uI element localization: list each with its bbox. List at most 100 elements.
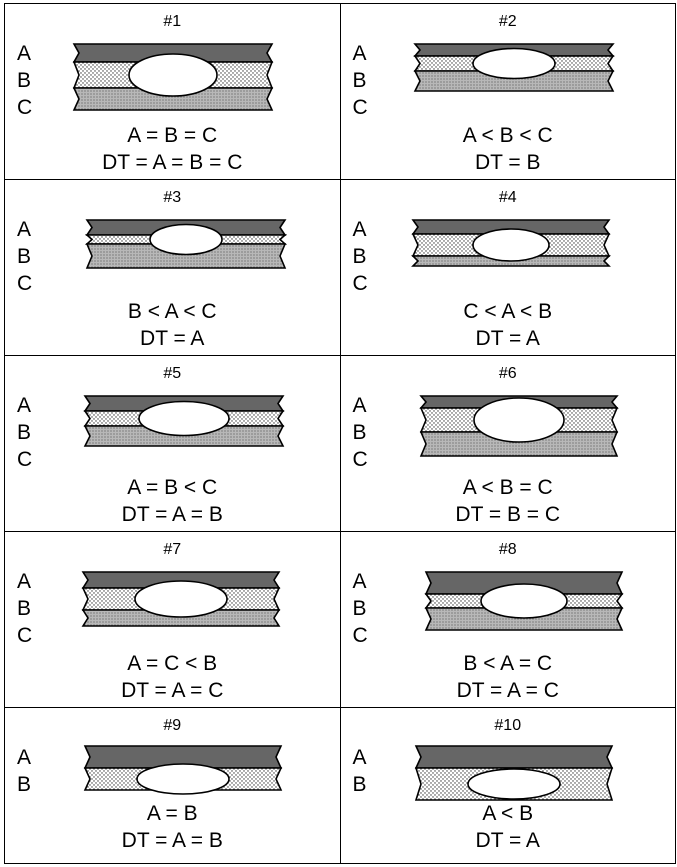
layer-band <box>72 87 274 111</box>
cell-title: #1 <box>163 13 182 30</box>
layer-letter: B <box>17 69 32 92</box>
bubble-ellipse <box>479 583 568 619</box>
layer-diagram <box>412 43 615 92</box>
cell-title: #10 <box>494 717 522 734</box>
relation-text: C < A < B <box>463 300 553 323</box>
dt-text: DT = A <box>475 829 540 852</box>
relation-text: B < A < C <box>127 300 217 323</box>
dt-text: DT = B = C <box>455 503 561 526</box>
layer-letter: A <box>17 218 32 241</box>
layer-letter: B <box>17 245 32 268</box>
layer-letter: C <box>352 624 368 647</box>
layer-letter: C <box>17 96 33 119</box>
layer-band <box>414 745 613 769</box>
dt-text: DT = A = B = C <box>102 151 243 174</box>
relation-text: A = B <box>146 802 198 825</box>
cell-title: #4 <box>498 189 517 206</box>
dt-text: DT = A = C <box>121 679 224 702</box>
layer-diagram <box>83 395 285 447</box>
layer-letter: C <box>17 624 33 647</box>
layer-letter: B <box>352 245 367 268</box>
relation-text: A = B = C <box>127 124 218 147</box>
layer-letter: C <box>352 272 368 295</box>
relation-text: B < A = C <box>463 652 553 675</box>
cell-title: #3 <box>163 189 182 206</box>
layer-letter: A <box>352 570 367 593</box>
bubble-ellipse <box>149 223 223 256</box>
dt-text: DT = A = B <box>121 503 223 526</box>
layer-band <box>413 70 614 92</box>
layer-diagram <box>84 219 288 269</box>
layer-band <box>81 609 281 627</box>
layer-letter: B <box>352 597 367 620</box>
cell-title: #9 <box>163 717 182 734</box>
bubble-ellipse <box>471 228 550 262</box>
layer-letter: A <box>17 570 32 593</box>
layer-letter: C <box>352 448 368 471</box>
layer-letter: B <box>17 773 32 796</box>
layer-diagram <box>410 219 611 267</box>
relation-text: A < B = C <box>462 476 553 499</box>
layer-letter: A <box>352 394 367 417</box>
dt-text: DT = A <box>475 327 540 350</box>
bubble-ellipse <box>136 763 230 795</box>
layer-letter: C <box>17 272 33 295</box>
bubble-ellipse <box>138 400 230 437</box>
layer-band <box>424 607 623 631</box>
bubble-ellipse <box>466 768 561 800</box>
dt-text: DT = A = C <box>456 679 559 702</box>
layer-letter: A <box>17 394 32 417</box>
layer-letter: A <box>352 218 367 241</box>
layer-letter: B <box>17 421 32 444</box>
layer-letter: B <box>352 773 367 796</box>
layer-diagram <box>414 745 613 801</box>
bubble-ellipse <box>134 580 228 618</box>
dt-text: DT = A <box>140 327 205 350</box>
cell-title: #5 <box>163 365 182 382</box>
layer-letter: C <box>352 96 368 119</box>
relation-text: A < B <box>482 802 534 825</box>
layer-letter: B <box>352 69 367 92</box>
cell-title: #2 <box>498 13 517 30</box>
layer-diagram <box>423 571 624 631</box>
layer-band <box>85 243 287 269</box>
layer-diagram <box>418 395 619 457</box>
layer-letter: A <box>17 42 32 65</box>
dt-text: DT = B <box>474 151 541 174</box>
layer-letter: B <box>17 597 32 620</box>
dt-text: DT = A = B <box>121 829 223 852</box>
bubble-ellipse <box>128 53 218 97</box>
layer-letter: A <box>352 42 367 65</box>
layer-diagram <box>81 571 281 627</box>
layer-diagram <box>83 745 283 795</box>
relation-text: A = C < B <box>127 652 218 675</box>
layer-letter: B <box>352 421 367 444</box>
layer-letter: C <box>17 448 33 471</box>
layer-letter: A <box>352 746 367 769</box>
bubble-ellipse <box>471 47 556 80</box>
layer-letter: A <box>17 746 32 769</box>
cell-title: #6 <box>498 365 517 382</box>
layer-band <box>419 431 618 457</box>
